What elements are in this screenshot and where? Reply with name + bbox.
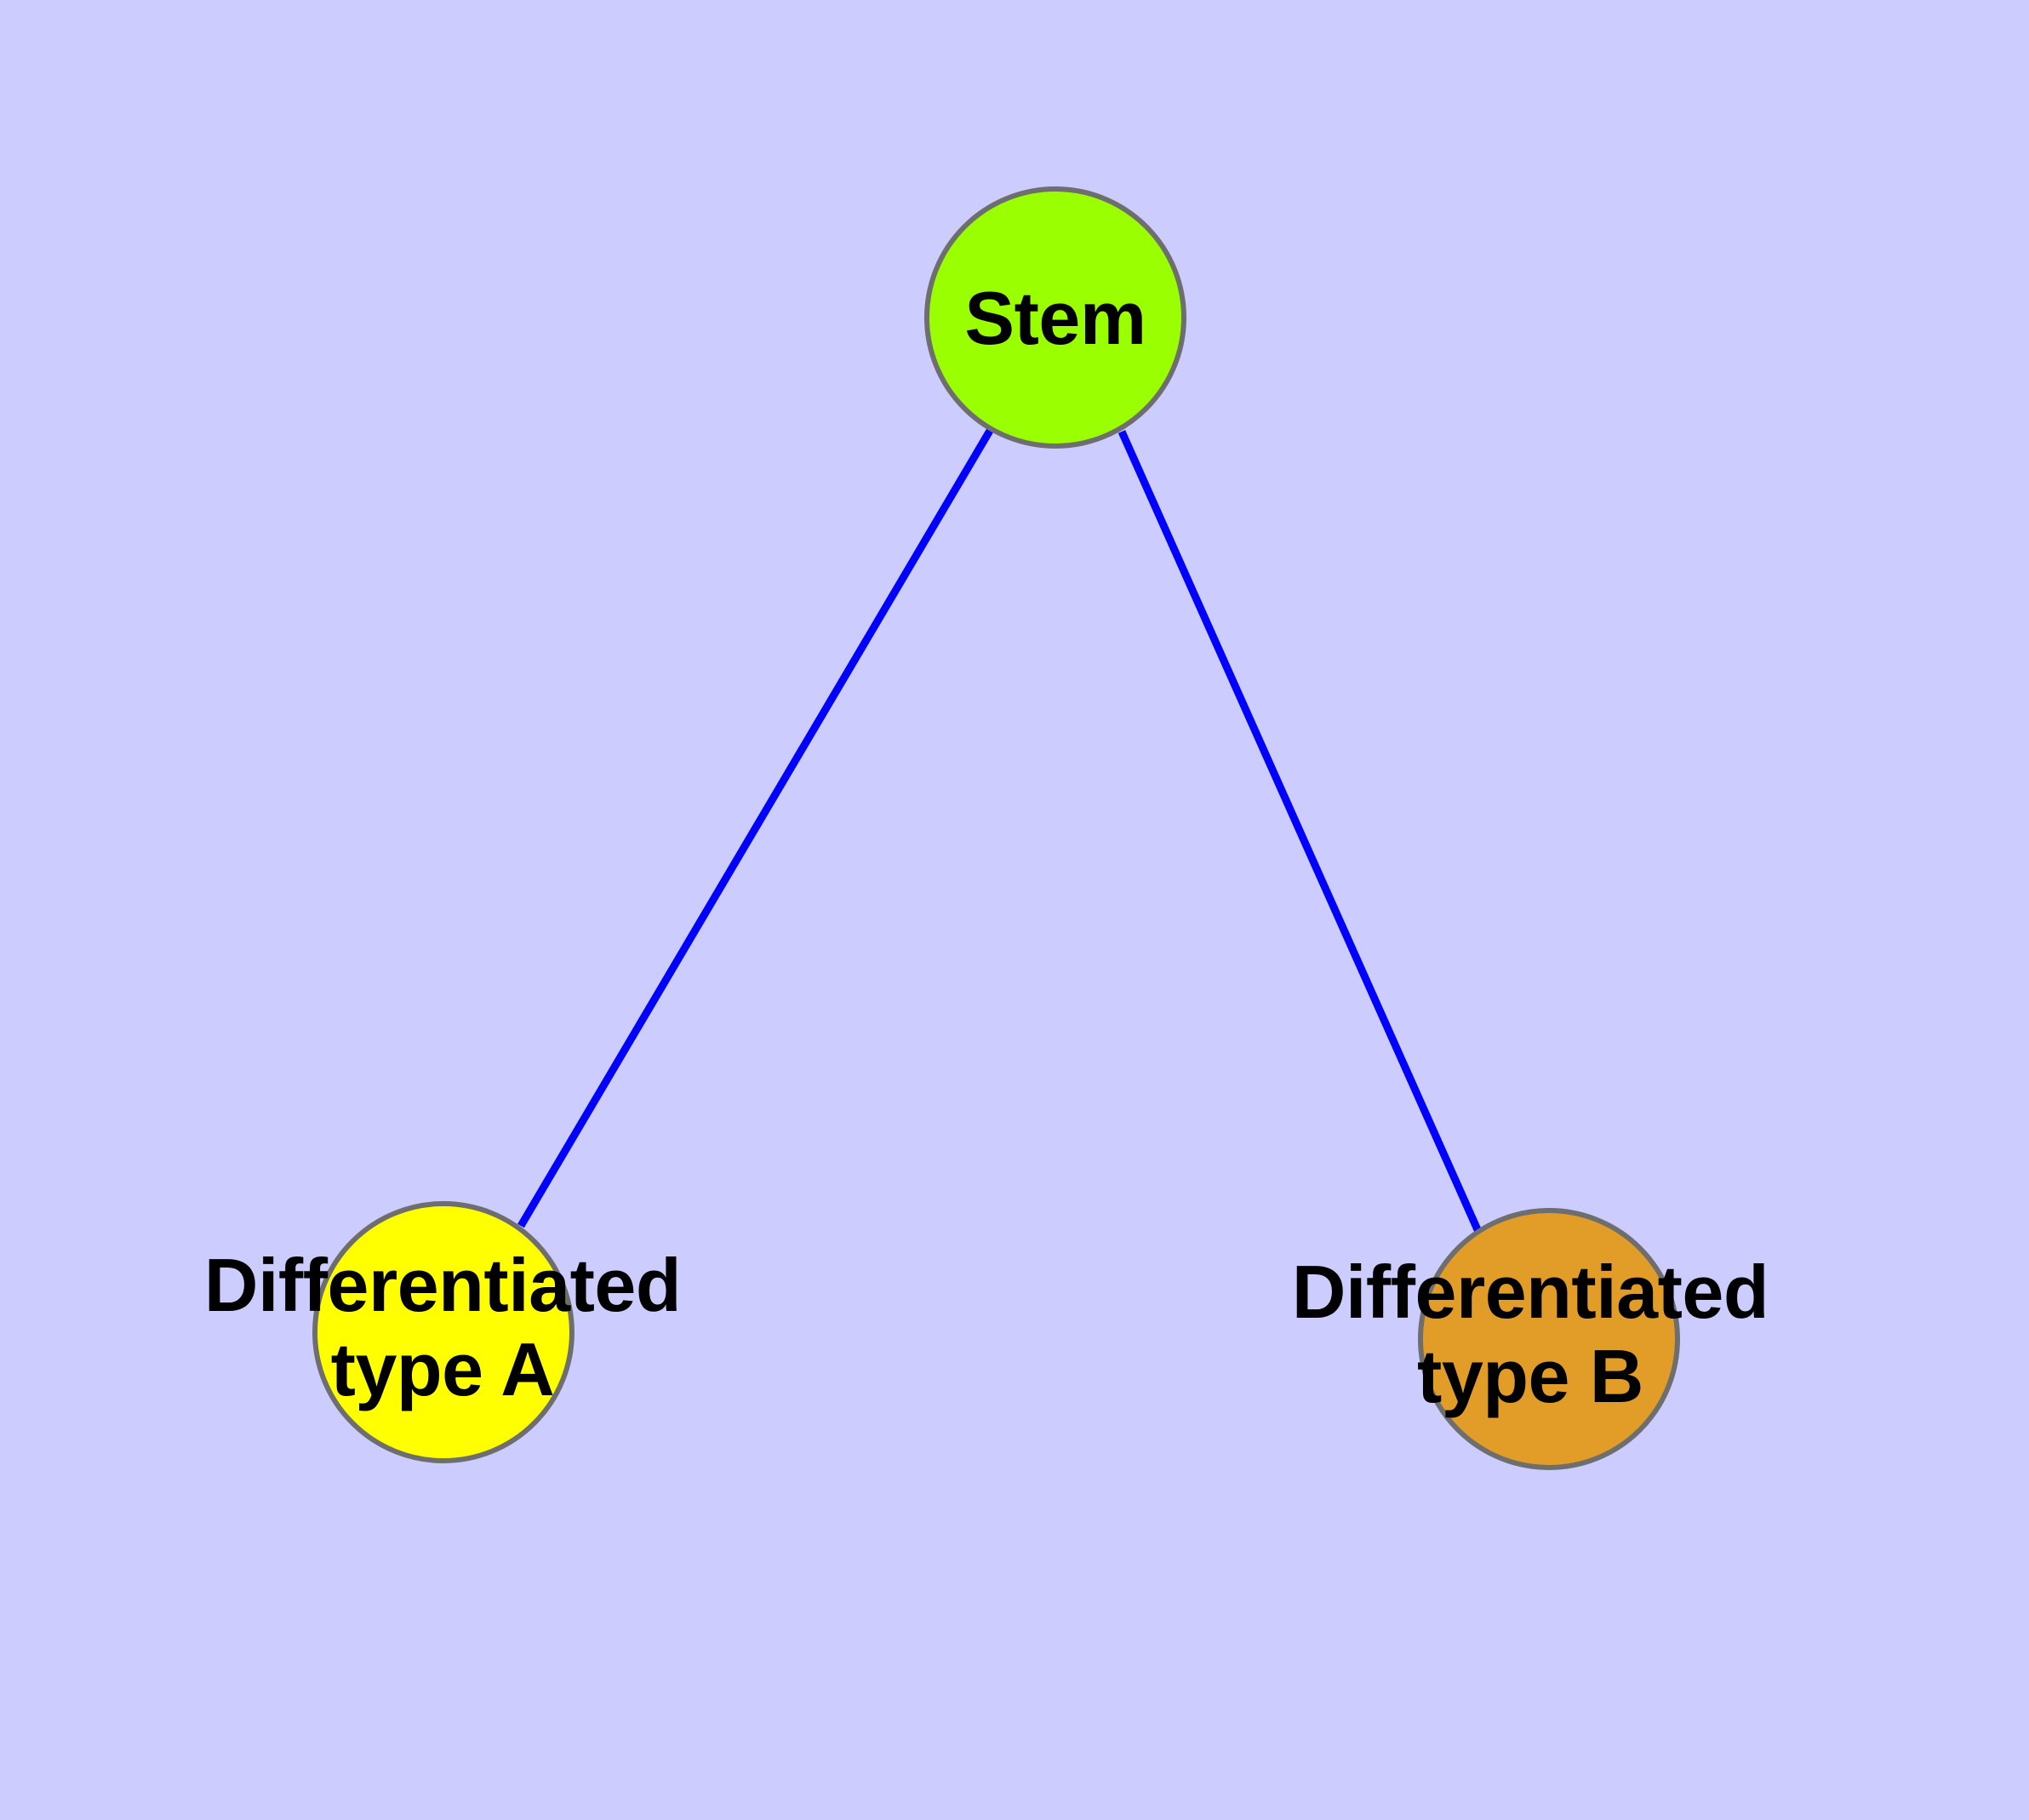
edge-stem-to-differentiated-a xyxy=(517,428,993,1228)
node-differentiated-type-b[interactable] xyxy=(1418,1208,1680,1470)
node-stem[interactable] xyxy=(924,186,1186,449)
edge-stem-to-differentiated-b xyxy=(1117,430,1483,1235)
node-differentiated-type-a[interactable] xyxy=(312,1201,574,1463)
node-differentiated-type-b-label: Differentiated type B xyxy=(1291,1250,1769,1418)
node-stem-label: Stem xyxy=(964,276,1146,360)
node-differentiated-type-a-label: Differentiated type A xyxy=(203,1243,682,1411)
